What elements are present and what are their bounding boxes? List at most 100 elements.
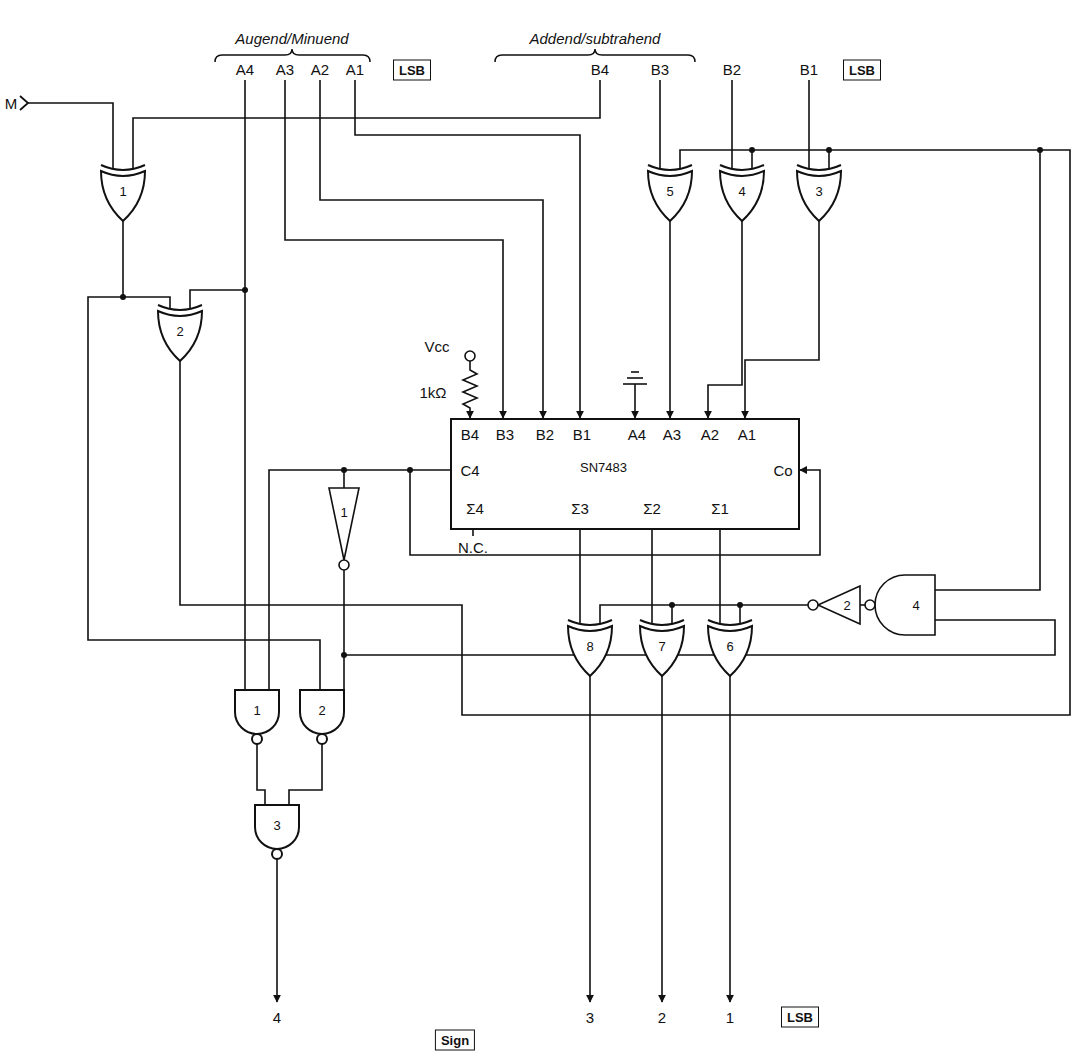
wire [289, 744, 322, 805]
input-name: B1 [800, 62, 818, 77]
wire [28, 103, 113, 169]
gate-number: 3 [815, 185, 822, 198]
pin-name: A3 [663, 427, 681, 442]
gate-number: 3 [273, 819, 280, 832]
mode-input: M [5, 96, 18, 111]
lsb-tag: LSB [843, 60, 881, 81]
pin-name: B1 [573, 427, 591, 442]
junction-dot [749, 147, 755, 153]
junction-dot [826, 147, 832, 153]
junction-dot [737, 602, 743, 608]
wire [659, 80, 661, 169]
wire [343, 570, 345, 690]
wire [88, 297, 320, 690]
bus-heading: Addend/subtrahend [530, 31, 661, 46]
gate-number: 1 [119, 185, 126, 198]
wire [20, 80, 1070, 1002]
wire [244, 80, 246, 690]
wire [465, 351, 475, 361]
brace [215, 49, 370, 62]
wire [651, 530, 653, 624]
gate-number: 8 [586, 640, 593, 653]
wire [355, 80, 580, 418]
input-name: B4 [591, 62, 609, 77]
gate-symbol [158, 305, 202, 361]
gate-number: 4 [912, 599, 919, 612]
input-name: B3 [651, 62, 669, 77]
pin-name: Co [773, 463, 792, 478]
gate-number: 1 [340, 506, 347, 519]
pin-note: N.C. [458, 540, 488, 555]
wire [123, 221, 170, 309]
sign-tag: Sign [435, 1030, 475, 1051]
wire [329, 488, 359, 560]
gate-symbol [568, 620, 612, 676]
output-number: 4 [273, 1010, 281, 1025]
gate-number: 2 [843, 599, 850, 612]
wire [257, 744, 265, 805]
wire [745, 221, 819, 418]
output-number: 1 [726, 1010, 734, 1025]
wire [808, 600, 818, 610]
wire [865, 600, 875, 610]
gate-number: 5 [666, 185, 673, 198]
wire [818, 586, 860, 624]
input-name: A1 [346, 62, 364, 77]
junction-dot [1037, 147, 1043, 153]
wire [180, 150, 1070, 715]
wire [661, 676, 663, 1002]
wire [472, 530, 474, 536]
gate-symbol [708, 620, 752, 676]
wire [731, 80, 733, 169]
pin-name: Σ2 [643, 501, 661, 516]
junction-dot [242, 287, 248, 293]
gate-number: 7 [658, 640, 665, 653]
brace [495, 49, 695, 62]
wire [344, 620, 1055, 655]
wire [719, 530, 721, 624]
wire [339, 560, 349, 570]
wire [276, 859, 278, 1002]
gate-symbol [640, 620, 684, 676]
pin-name: A4 [628, 427, 646, 442]
gate-symbol [300, 690, 344, 744]
wire [729, 676, 731, 1002]
input-name: A4 [236, 62, 254, 77]
pin-name: Σ1 [711, 501, 729, 516]
wire [627, 377, 643, 379]
wire [669, 221, 671, 418]
wire [20, 96, 28, 110]
gate-symbol [797, 165, 841, 221]
gate-symbol [720, 165, 764, 221]
resistor-value: 1kΩ [419, 385, 446, 400]
gate-symbol [255, 805, 299, 859]
pin-name: A1 [738, 427, 756, 442]
pin-name: Σ4 [466, 501, 484, 516]
output-number: 3 [586, 1010, 594, 1025]
wire [875, 575, 935, 635]
wire [133, 80, 600, 169]
junction-dot [669, 602, 675, 608]
input-name: A2 [311, 62, 329, 77]
lsb-tag: LSB [393, 60, 431, 81]
junction-dot [120, 147, 1043, 658]
pin-name: Σ3 [571, 501, 589, 516]
wire [320, 80, 543, 418]
gate-number: 4 [738, 185, 745, 198]
wire [410, 470, 820, 555]
pin-name: A2 [701, 427, 719, 442]
gate-symbol [101, 165, 145, 221]
gate-number: 2 [176, 325, 183, 338]
wire [463, 361, 477, 418]
junction-dot [407, 467, 413, 473]
wire [808, 80, 810, 169]
pin-name: B4 [461, 427, 479, 442]
supply-label: Vcc [424, 339, 449, 354]
output-number: 2 [658, 1010, 666, 1025]
gate-symbol [235, 690, 279, 744]
gate-symbol [101, 165, 841, 859]
pin-name: B3 [496, 427, 514, 442]
bus-heading: Augend/Minuend [235, 31, 348, 46]
wire [579, 530, 581, 624]
